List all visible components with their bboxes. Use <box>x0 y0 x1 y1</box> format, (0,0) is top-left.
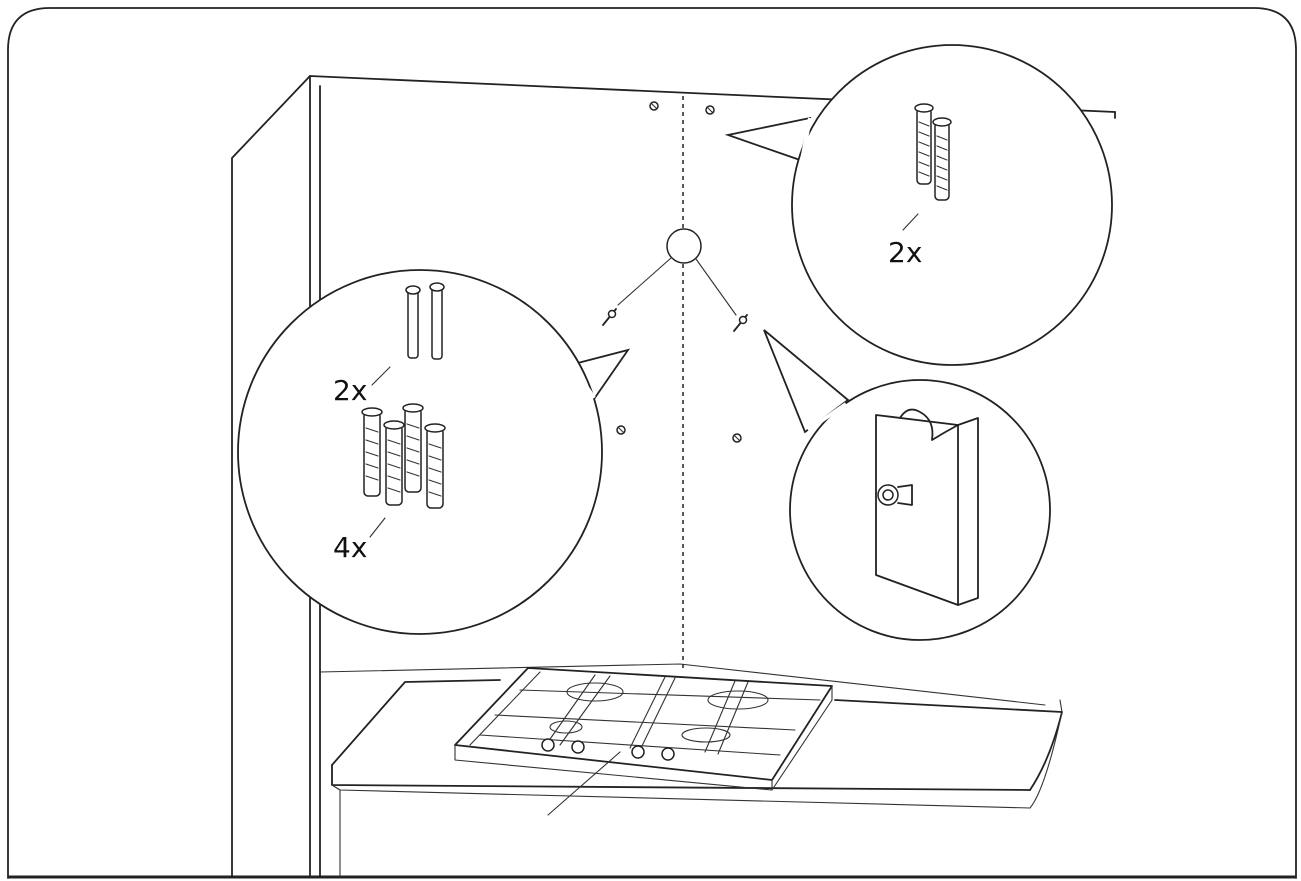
screw-icon <box>429 282 445 360</box>
callout-top-right: 2x <box>724 44 1113 366</box>
screws-quantity: 2x <box>333 374 367 407</box>
wall-plug-icon <box>424 423 446 509</box>
wall-plug-icon <box>361 407 383 497</box>
page-frame <box>7 7 1297 879</box>
control-knobs <box>541 738 675 761</box>
screw-icon <box>405 285 421 359</box>
gas-hob <box>454 667 833 816</box>
top-right-quantity: 2x <box>888 236 922 269</box>
plugs-quantity: 4x <box>333 531 367 564</box>
callout-lower-right <box>763 329 1051 641</box>
wall-plug-icon <box>383 420 405 506</box>
screw-positions <box>602 101 748 443</box>
worktop <box>331 679 1063 878</box>
wall-plug-icon <box>932 117 952 201</box>
wall-plug-icon <box>402 403 424 493</box>
reference-point <box>617 228 737 316</box>
wall-plug-icon <box>914 103 934 185</box>
panel-detail-icon <box>875 408 979 606</box>
callout-left: 2x 4x <box>237 269 631 635</box>
